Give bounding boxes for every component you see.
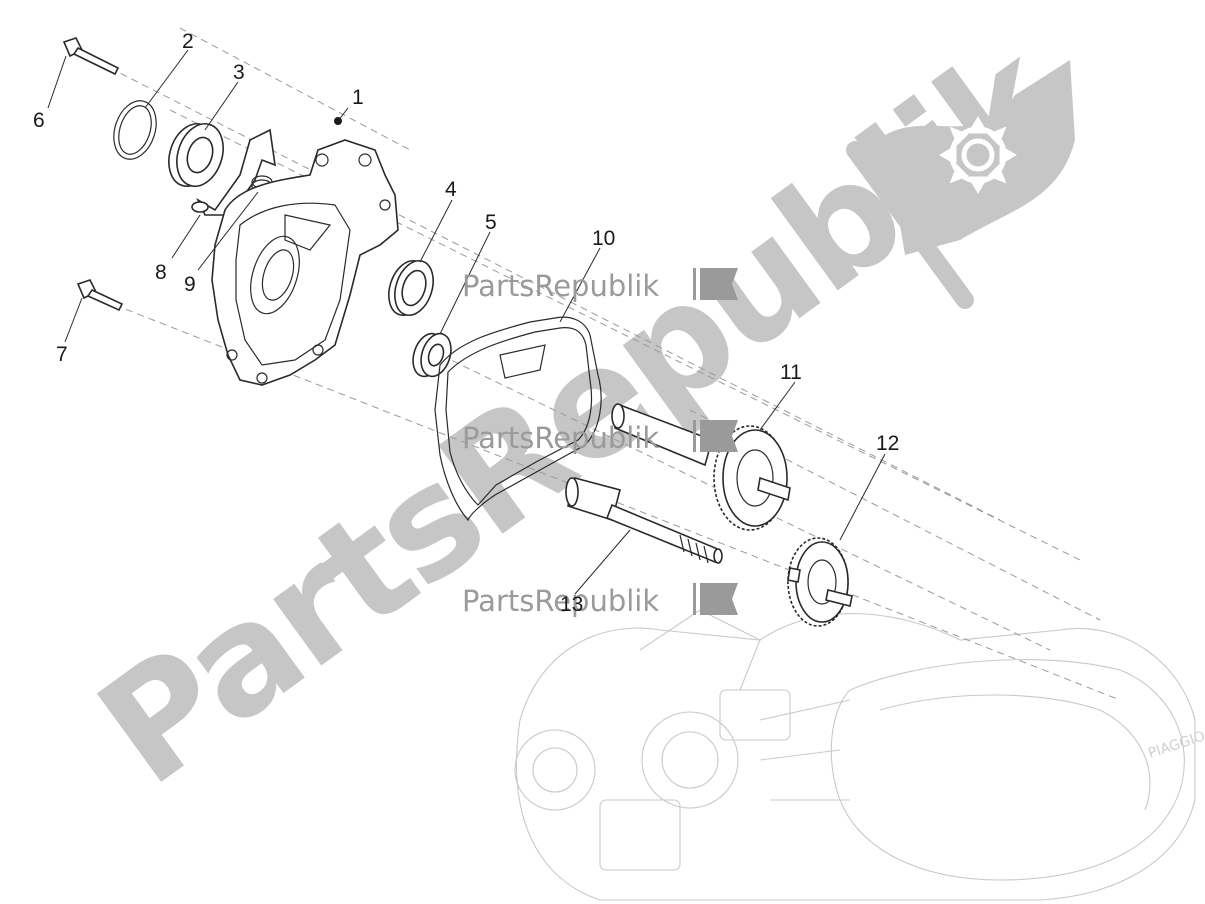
- part-bearing-small: [412, 332, 452, 378]
- part-bolt-upper: [62, 37, 120, 76]
- callout-8: 8: [155, 261, 167, 284]
- part-bearing-large: [168, 123, 224, 187]
- callout-5: 5: [485, 211, 497, 234]
- part-gasket: [434, 316, 602, 522]
- callout-7: 7: [56, 343, 68, 366]
- gear-flag-icon: [693, 268, 738, 615]
- callout-9: 9: [184, 273, 196, 296]
- callout-10: 10: [592, 227, 615, 250]
- callout-1: 1: [352, 86, 364, 109]
- callout-labels: 1 2 3 4 5 6 7 8 9 10 11 12 13: [33, 30, 899, 616]
- callout-13: 13: [560, 593, 583, 616]
- callout-12: 12: [876, 432, 899, 455]
- leader-lines: [47, 49, 886, 595]
- watermark: PartsRepublik: [69, 9, 1092, 819]
- part-main-shaft: [565, 477, 723, 564]
- part-bolt-lower: [76, 279, 124, 312]
- callout-6: 6: [33, 109, 45, 132]
- watermark-small-text: PartsRepublik: [462, 421, 659, 455]
- watermark-small-labels: PartsRepublik PartsRepublik PartsRepubli…: [462, 268, 738, 618]
- callout-11: 11: [780, 361, 802, 384]
- callout-3: 3: [233, 61, 245, 84]
- ghost-brand-mark: PIAGGIO: [1146, 728, 1205, 761]
- watermark-small-text: PartsRepublik: [462, 584, 659, 618]
- part-gear-lower: [787, 537, 853, 627]
- part-breather-hose: [191, 128, 276, 216]
- part-transmission-cover: [211, 117, 399, 386]
- watermark-small-text: PartsRepublik: [462, 269, 659, 303]
- callout-2: 2: [182, 30, 194, 53]
- gear-flag-icon: [846, 60, 1075, 309]
- part-circlip: [113, 100, 157, 160]
- callout-4: 4: [445, 178, 457, 201]
- part-oil-seal: [388, 259, 434, 317]
- ghost-engine-assembly: PIAGGIO: [514, 609, 1205, 901]
